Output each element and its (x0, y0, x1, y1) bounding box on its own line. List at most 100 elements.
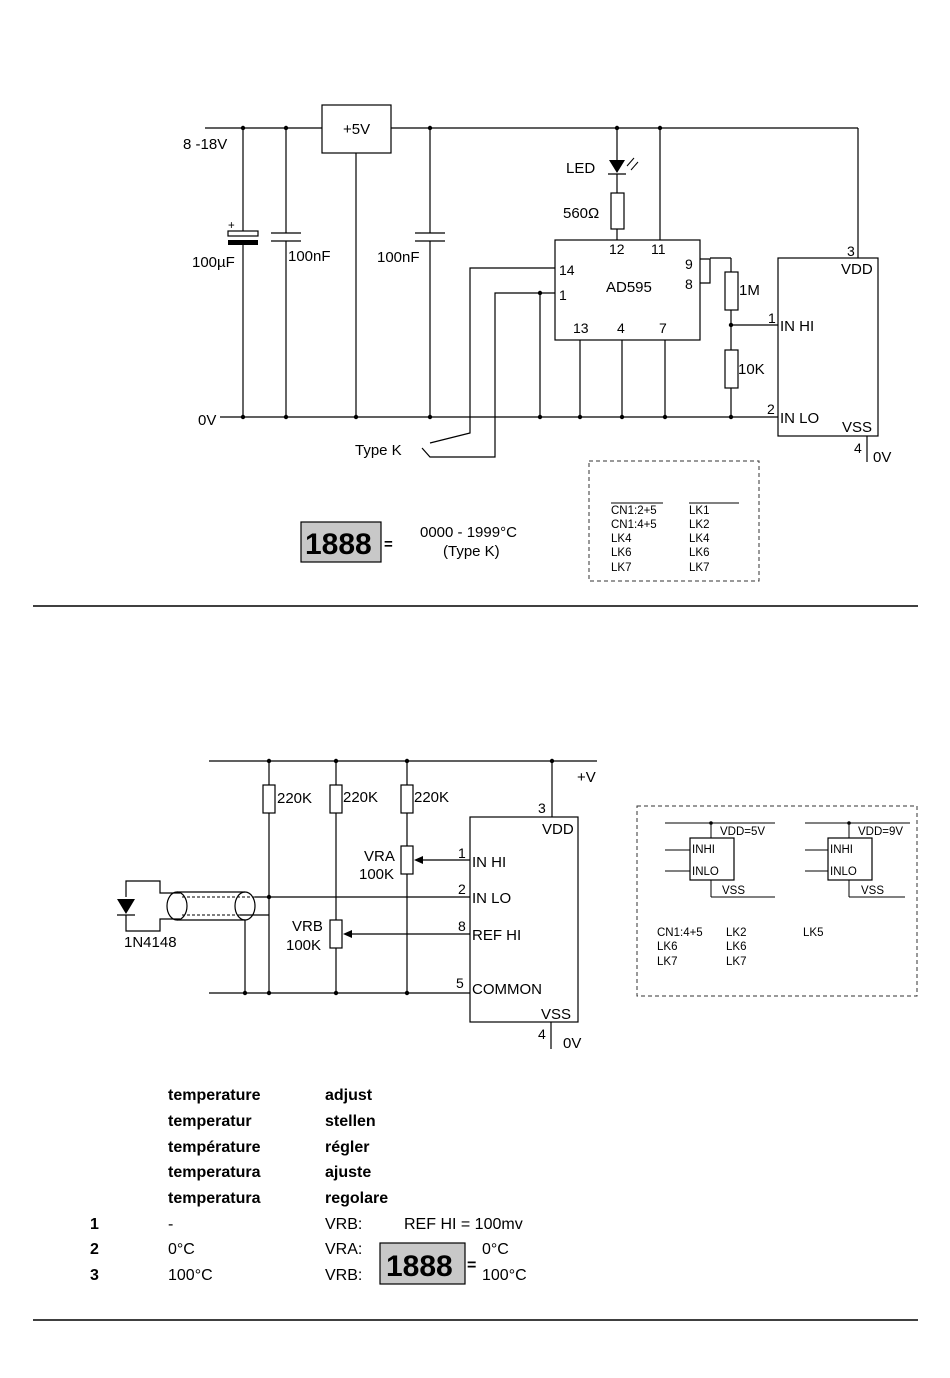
disp-vdd: VDD (841, 261, 873, 278)
svg-text:stellen: stellen (325, 1113, 376, 1130)
ad595-chip (554, 239, 701, 341)
cap2-label: 100nF (288, 248, 331, 265)
diode-sensor: 1N4148 (117, 880, 180, 951)
svg-text:INHI: INHI (830, 844, 853, 856)
calibration-table: temperature adjust temperatur stellen te… (90, 1087, 527, 1285)
d2-vss: VSS (541, 1006, 571, 1023)
inset-left-config: VDD=5V INHI INLO VSS (665, 821, 775, 898)
links-inset-2 (636, 805, 918, 997)
svg-text:0°C: 0°C (482, 1241, 509, 1258)
disp-ground-label: 0V (873, 449, 891, 466)
supply-v-label: +V (577, 769, 596, 786)
disp-pin-3: 3 (847, 243, 855, 259)
display-module (777, 257, 879, 437)
lcd-readout-1: 1888 = (300, 521, 393, 563)
ic-label: AD595 (606, 279, 652, 296)
thermocouple-label: Type K (355, 442, 402, 459)
svg-text:LK5: LK5 (803, 927, 823, 939)
svg-text:LK1: LK1 (689, 505, 709, 517)
svg-text:LK7: LK7 (657, 956, 677, 968)
ic-pin-7: 7 (659, 320, 667, 336)
regulator-label: +5V (343, 121, 370, 138)
svg-text:régler: régler (325, 1139, 369, 1156)
led-label: LED (566, 160, 595, 177)
d2-pin-2: 2 (458, 881, 466, 897)
svg-text:VDD=9V: VDD=9V (858, 826, 903, 838)
d2-in-lo: IN LO (472, 890, 511, 907)
disp-pin-4: 4 (854, 440, 862, 456)
svg-text:température: température (168, 1139, 261, 1156)
svg-text:LK6: LK6 (657, 941, 677, 953)
inset-links: CN1:4+5 LK6 LK7 LK2 LK6 LK7 LK5 (657, 927, 823, 968)
svg-text:LK2: LK2 (689, 519, 709, 531)
thermocouple-circuit: +5V 8 -18V 0V + 100µF 100nF 100nF (183, 104, 891, 582)
svg-text:VSS: VSS (722, 885, 745, 897)
svg-text:INLO: INLO (692, 866, 719, 878)
disp-vss: VSS (842, 419, 872, 436)
svg-text:INLO: INLO (830, 866, 857, 878)
step-3: 3 100°C VRB: 100°C (90, 1267, 527, 1284)
disp-in-lo: IN LO (780, 410, 819, 427)
svg-text:0°C: 0°C (168, 1241, 195, 1258)
svg-text:temperatur: temperatur (168, 1113, 252, 1130)
svg-text:VRA:: VRA: (325, 1241, 362, 1258)
svg-text:100°C: 100°C (168, 1267, 213, 1284)
disp-in-hi: IN HI (780, 318, 814, 335)
svg-text:=: = (467, 1257, 476, 1274)
diode-sensor-circuit: +V 220K 220K VRB 100K 220K VRA 100K (117, 758, 918, 1052)
vra-label: VRA (364, 848, 395, 865)
svg-text:LK7: LK7 (726, 956, 746, 968)
ic-pin-9: 9 (685, 256, 693, 272)
svg-text:temperatura: temperatura (168, 1190, 261, 1207)
svg-text:VRB:: VRB: (325, 1216, 362, 1233)
inset-right-config: VDD=9V INHI INLO VSS (805, 821, 910, 898)
links-inset-1 (588, 460, 760, 582)
r2-label: 220K (343, 789, 378, 806)
resistor-220k-3 (400, 784, 414, 814)
svg-text:CN1:2+5: CN1:2+5 (611, 505, 657, 517)
capacitor-100nf-2: 100nF (377, 128, 445, 417)
svg-text:REF HI = 100mv: REF HI = 100mv (404, 1216, 523, 1233)
ground-label: 0V (198, 412, 216, 429)
lcd-equals-1: = (384, 536, 393, 553)
svg-text:CN1:4+5: CN1:4+5 (657, 927, 703, 939)
vrb-label: VRB (292, 918, 323, 935)
d2-pin-5: 5 (456, 975, 464, 991)
r1-label: 220K (277, 790, 312, 807)
d2-in-hi: IN HI (472, 854, 506, 871)
svg-text:ajuste: ajuste (325, 1164, 371, 1181)
led: LED (566, 128, 639, 193)
range-line1: 0000 - 1999°C (420, 524, 517, 541)
ic-pin-11: 11 (651, 241, 666, 257)
d2-pin-8: 8 (458, 918, 466, 934)
svg-text:3: 3 (90, 1267, 99, 1284)
svg-text:VRB:: VRB: (325, 1267, 362, 1284)
capacitor-100nf-1: 100nF (271, 128, 331, 417)
resistor-560: 560Ω (563, 192, 625, 240)
lcd-digits-1: 1888 (305, 528, 372, 561)
svg-text:VDD=5V: VDD=5V (720, 826, 765, 838)
resistor-led-label: 560Ω (563, 205, 599, 222)
resistor-220k-2 (329, 784, 343, 814)
disp-pin-2: 2 (767, 401, 775, 417)
r-bottom-label: 10K (738, 361, 765, 378)
svg-text:LK6: LK6 (689, 547, 709, 559)
regulator-box (321, 104, 392, 154)
svg-text:-: - (168, 1216, 173, 1233)
electrolytic-capacitor: + 100µF (192, 128, 259, 417)
cap1-label: 100µF (192, 254, 235, 271)
svg-text:LK4: LK4 (611, 533, 632, 545)
svg-text:VSS: VSS (861, 885, 884, 897)
r3-label: 220K (414, 789, 449, 806)
resistor-10k (724, 349, 739, 389)
d2-pin-1: 1 (458, 845, 466, 861)
pot-vra (400, 845, 414, 875)
display-module-2 (469, 816, 579, 1023)
ic-pin-1: 1 (559, 287, 567, 303)
svg-text:INHI: INHI (692, 844, 715, 856)
svg-text:LK4: LK4 (689, 533, 710, 545)
links-col2: LK1 LK2 LK4 LK6 LK7 (689, 505, 710, 574)
disp-pin-1: 1 (768, 310, 776, 326)
svg-text:CN1:4+5: CN1:4+5 (611, 519, 657, 531)
svg-text:temperature: temperature (168, 1087, 261, 1104)
